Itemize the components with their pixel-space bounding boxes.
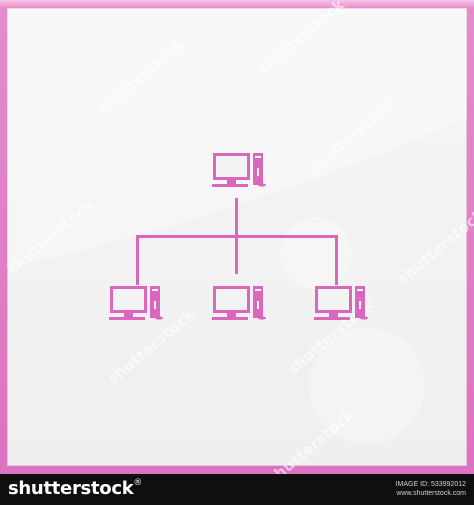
site-url: www.shutterstock.com — [396, 490, 466, 497]
brand-logo: shutterstock® — [8, 478, 142, 499]
server-computer-icon — [212, 153, 266, 187]
client-computer-icon — [212, 286, 266, 320]
client-computer-icon — [109, 286, 163, 320]
brand-name: shutterstock — [8, 478, 134, 499]
image-meta: IMAGE ID: 533992012 www.shutterstock.com — [396, 480, 466, 498]
drop-line-right — [335, 235, 338, 285]
registered-mark: ® — [133, 478, 143, 488]
client-computer-icon — [314, 286, 368, 320]
watermark-footer-bar: shutterstock® IMAGE ID: 533992012 www.sh… — [0, 474, 474, 505]
bus-line — [136, 235, 338, 238]
image-id-label: IMAGE ID: 533992012 — [395, 481, 466, 488]
drop-line-left — [136, 235, 139, 285]
network-topology-icon — [109, 153, 368, 320]
